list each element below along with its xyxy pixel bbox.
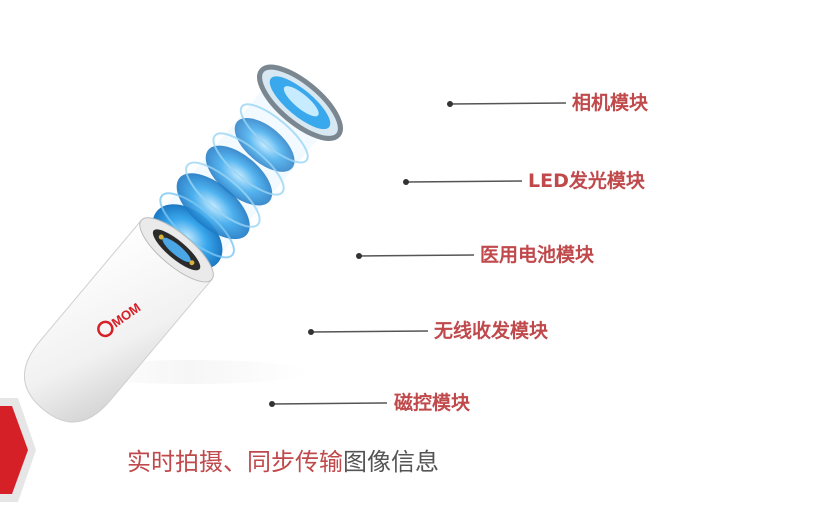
module-label-wireless: 无线收发模块 [434, 320, 549, 342]
leader-dot-battery [356, 253, 362, 259]
leader-line-battery [358, 254, 475, 257]
module-label-battery: 医用电池模块 [480, 244, 595, 266]
module-label-camera: 相机模块 [572, 92, 649, 114]
leader-line-led [405, 180, 523, 183]
caption-rest: 图像信息 [343, 448, 439, 476]
caption-highlight: 实时拍摄、同步传输 [127, 448, 343, 476]
leader-dot-led [403, 179, 409, 185]
leader-line-magnetic [271, 402, 388, 405]
leader-line-wireless [310, 330, 429, 333]
module-label-led: LED发光模块 [528, 170, 645, 192]
leader-line-camera [449, 102, 567, 105]
module-label-magnetic: 磁控模块 [394, 392, 471, 414]
capsule-body [23, 64, 343, 423]
leader-dot-magnetic [269, 401, 275, 407]
red-arrow-marker [0, 398, 36, 502]
caption: 实时拍摄、同步传输图像信息 [127, 445, 439, 479]
leader-dot-wireless [308, 329, 314, 335]
leader-dot-camera [447, 101, 453, 107]
